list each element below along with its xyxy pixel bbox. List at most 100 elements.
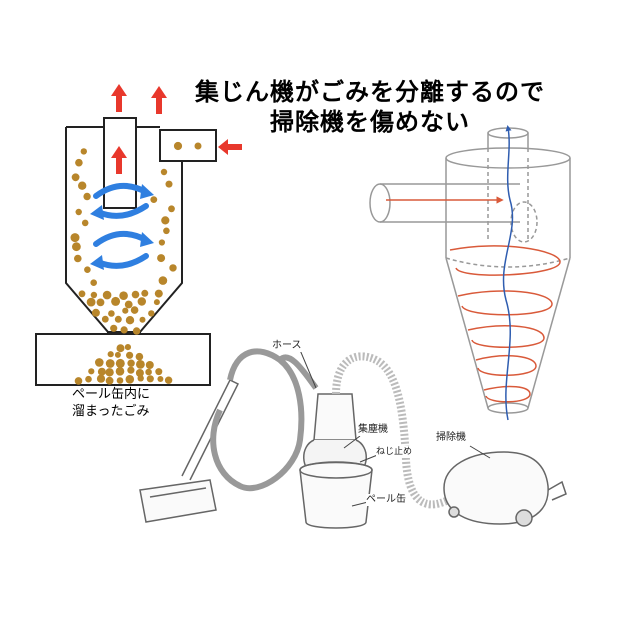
dust-particle (127, 366, 135, 374)
dust-particle (105, 359, 115, 368)
dust-particle (155, 368, 163, 376)
inlet-left-arrow-icon (218, 139, 242, 155)
dust-particle (173, 141, 183, 151)
dust-particle (108, 310, 115, 317)
dust-particle (157, 376, 164, 382)
dust-particle (114, 315, 122, 323)
dust-collector-label: 集塵機 (358, 424, 388, 436)
dust-particle (90, 291, 98, 299)
dust-particle (120, 326, 128, 334)
dust-particle (145, 368, 152, 376)
dust-particle (124, 300, 133, 309)
dust-particle (83, 192, 91, 201)
dust-particle (111, 296, 121, 306)
dust-particle (81, 219, 89, 227)
dust-particle (102, 290, 112, 300)
dust-particle (168, 205, 175, 213)
dust-particle (88, 368, 95, 375)
cyclone-3d (369, 127, 571, 414)
dust-particle (91, 308, 100, 317)
dust-particle (78, 181, 87, 190)
dust-particle (96, 374, 106, 383)
pail-label-line-1: ペール缶内に (72, 387, 151, 402)
dust-particle (146, 375, 154, 383)
dust-particle (70, 233, 80, 243)
dust-particle (154, 289, 163, 298)
dust-particle (137, 375, 144, 382)
dust-particle (148, 310, 155, 317)
dust-particle (86, 297, 96, 307)
dust-particle (119, 291, 128, 301)
dust-particles (70, 141, 202, 385)
dust-particle (127, 359, 135, 367)
dust-particle (84, 266, 91, 274)
dust-particle (141, 289, 149, 297)
dust-particle (158, 239, 165, 246)
dust-particle (114, 351, 121, 358)
dust-particle (153, 299, 160, 306)
dust-particle (71, 173, 80, 182)
dust-particle (122, 307, 129, 314)
dust-particle (75, 208, 82, 216)
dust-particle (116, 344, 125, 353)
dust-particle (139, 316, 146, 323)
dust-particle (135, 352, 144, 361)
vacuum-label: 掃除機 (436, 432, 466, 444)
dust-particle (90, 279, 97, 287)
dust-particle (75, 158, 83, 167)
dust-particle (80, 148, 88, 155)
screw-stopper-label: ねじ止め (376, 446, 413, 458)
dust-particle (194, 142, 202, 150)
dust-particle (95, 358, 104, 367)
dust-particle (150, 196, 158, 204)
pail-label-line-2: 溜まったごみ (72, 404, 150, 419)
dust-particle (126, 351, 134, 359)
dust-particle (96, 298, 105, 307)
dust-particle (161, 216, 170, 225)
dust-particle (105, 368, 114, 377)
dust-particle (107, 351, 114, 358)
outlet-up-arrow-icon (151, 86, 167, 114)
dust-particle (131, 290, 140, 299)
swirl-arrowheads (90, 184, 154, 270)
dust-particle (116, 377, 124, 384)
dust-particle (105, 376, 114, 385)
dust-particle (125, 316, 135, 325)
dust-particle (72, 242, 81, 252)
title-line-2: 掃除機を傷めない (270, 108, 470, 136)
cyclone-schematic (35, 117, 217, 386)
vacuum-setup (139, 348, 567, 529)
title-line-1: 集じん機がごみを分離するので (195, 78, 545, 106)
dust-particle (125, 375, 135, 384)
dust-particle (145, 361, 154, 369)
hose-label: ホース (272, 340, 302, 352)
dust-particle (163, 227, 170, 235)
dust-particle (157, 254, 166, 263)
dust-particle (85, 375, 92, 383)
dust-particle (78, 290, 86, 298)
dust-particle (158, 276, 168, 285)
dust-particle (74, 377, 83, 385)
dust-particle (124, 344, 131, 351)
dust-particle (169, 264, 177, 272)
dust-particle (97, 367, 106, 376)
cyclone-3d-flow (386, 125, 561, 421)
dust-particle (101, 315, 109, 323)
dust-particle (136, 360, 145, 369)
dust-particle (110, 324, 118, 332)
dust-particle (165, 180, 173, 188)
dust-particle (130, 306, 139, 314)
dust-particle (164, 376, 173, 384)
dust-particle (74, 254, 82, 263)
dust-particle (115, 358, 125, 368)
dust-particle (115, 367, 125, 376)
dust-particle (132, 327, 141, 335)
inner-up-arrow-icon (111, 146, 127, 174)
airflow-arrows (111, 84, 242, 174)
exhaust-up-arrow-icon (111, 84, 127, 112)
pail-can-label: ペール缶 (366, 494, 406, 506)
dust-particle (135, 369, 144, 377)
dust-particle (160, 168, 168, 176)
dust-particle (137, 297, 146, 306)
